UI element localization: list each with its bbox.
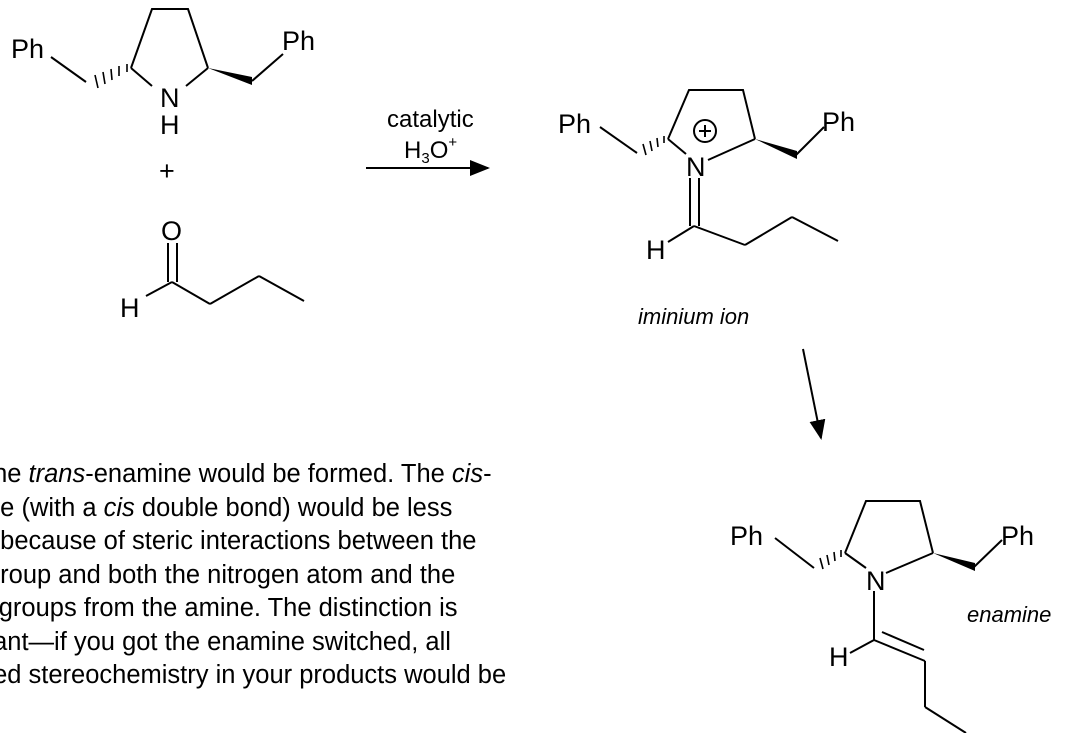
hydrogen-label: H (120, 293, 140, 323)
ph-label: Ph (11, 34, 44, 64)
paragraph-line: l groups from the amine. The distinction… (0, 594, 458, 622)
reaction-arrow (802, 348, 826, 440)
nitrogen-label: N (160, 83, 180, 113)
hashed-wedge-bond (94, 64, 128, 89)
hydrogen-label: H (646, 235, 666, 265)
caption-iminium-ion: iminium ion (638, 304, 749, 329)
ph-label: Ph (282, 26, 315, 56)
nitrogen-label: N (686, 152, 706, 182)
paragraph-line: ne (with a cis double bond) would be les… (0, 493, 453, 522)
wedge-bond (933, 553, 975, 571)
hydrogen-label: H (829, 642, 849, 672)
butanal (145, 243, 305, 305)
wedge-bond (208, 68, 252, 85)
hydrogen-label: H (160, 110, 180, 140)
wedge-bond (755, 139, 797, 159)
paragraph-line: the trans-enamine would be formed. The c… (0, 460, 492, 488)
ph-label: Ph (822, 107, 855, 137)
ph-label: Ph (558, 109, 591, 139)
ph-label: Ph (1001, 521, 1034, 551)
paragraph-line: group and both the nitrogen atom and the (0, 560, 456, 589)
condition-h3o: H3O+ (404, 134, 457, 167)
caption-enamine: enamine (967, 602, 1051, 627)
paragraph-line: , because of steric interactions between… (0, 527, 477, 555)
plus-sign: + (159, 156, 175, 186)
positive-charge (693, 119, 717, 143)
paragraph-line: tant—if you got the enamine switched, al… (0, 627, 451, 656)
enamine (774, 500, 1003, 733)
paragraph-line: ted stereochemistry in your products wou… (0, 661, 507, 689)
condition-catalytic: catalytic (387, 106, 474, 133)
oxygen-label: O (161, 216, 182, 246)
dibenzylpyrrolidine (50, 8, 284, 89)
ph-label: Ph (730, 521, 763, 551)
iminium-ion (599, 89, 839, 246)
nitrogen-label: N (866, 566, 886, 596)
explanation-paragraph: the trans-enamine would be formed. The c… (0, 458, 686, 693)
